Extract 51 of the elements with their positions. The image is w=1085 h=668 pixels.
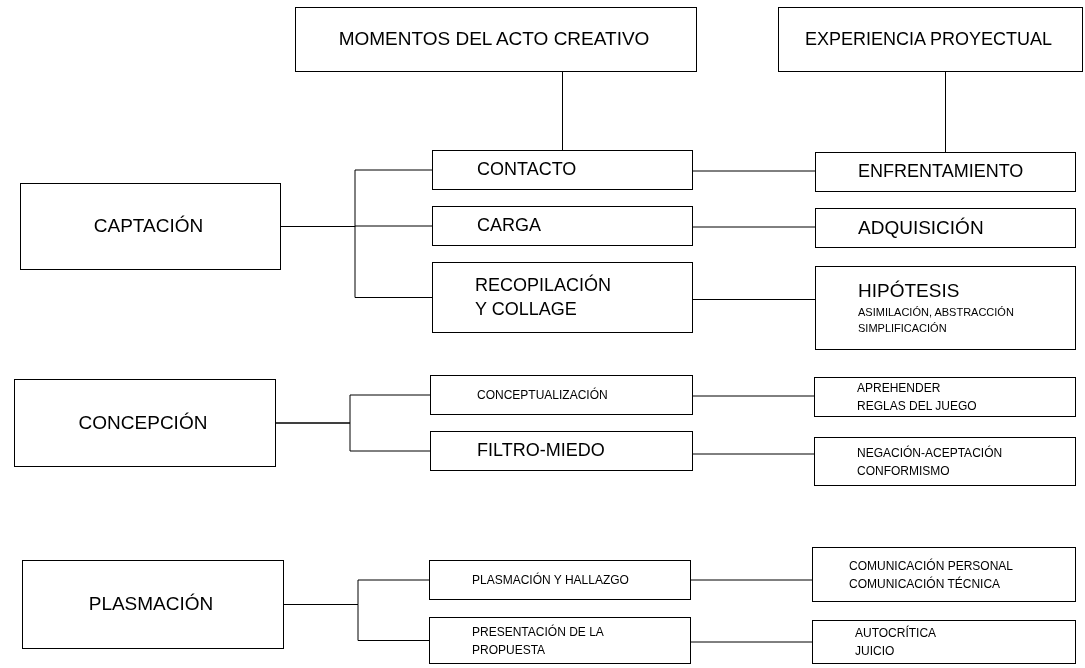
text-box — [14, 379, 276, 467]
node-label: PLASMACIÓN Y HALLAZGO — [472, 571, 629, 589]
connector-line — [692, 299, 816, 300]
node-label: MOMENTOS DEL ACTO CREATIVO — [338, 27, 650, 52]
connector-line — [945, 71, 946, 153]
text-box — [814, 377, 1076, 417]
node-label: CONCEPTUALIZACIÓN — [477, 386, 608, 404]
text-box — [22, 560, 284, 649]
node-label: FILTRO-MIEDO — [477, 439, 605, 463]
connector-line — [692, 453, 815, 455]
node-label: CONCEPCIÓN — [78, 410, 208, 435]
text-box — [429, 560, 691, 600]
node-label: PLASMACIÓN — [88, 592, 214, 617]
connector-line — [690, 641, 813, 643]
connector-line — [692, 395, 815, 397]
connector-line — [692, 170, 816, 172]
text-box — [778, 7, 1083, 72]
node-label: EXPERIENCIA PROYECTUAL — [804, 27, 1053, 51]
text-box — [432, 150, 693, 190]
node-label: APREHENDER REGLAS DEL JUEGO — [857, 380, 977, 415]
node-label: ADQUISICIÓN — [858, 215, 984, 240]
node-label: ENFRENTAMIENTO — [858, 160, 1024, 184]
text-box — [430, 431, 693, 471]
text-box — [432, 262, 693, 333]
connector-line — [283, 604, 430, 641]
node-label: RECOPILACIÓN Y COLLAGE — [475, 274, 613, 321]
text-box — [814, 437, 1076, 486]
node-label: CONTACTO — [477, 158, 577, 182]
connector-line — [275, 422, 431, 452]
connector-line — [280, 226, 433, 298]
connector-line — [562, 71, 563, 151]
node-description: ASIMILACIÓN, ABSTRACCIÓN SIMPLIFICACIÓN — [858, 304, 1015, 337]
connector-line — [692, 226, 816, 228]
node-label: COMUNICACIÓN PERSONAL COMUNICACIÓN TÉCNICA — [849, 557, 1014, 593]
text-box — [295, 7, 697, 72]
node-label: AUTOCRÍTICA JUICIO — [855, 624, 937, 660]
connector-line — [690, 579, 813, 581]
text-box — [812, 547, 1076, 602]
node-label: NEGACIÓN-ACEPTACIÓN CONFORMISMO — [857, 444, 1004, 480]
text-box — [812, 620, 1076, 664]
text-box — [429, 617, 691, 664]
text-box — [430, 375, 693, 415]
text-box — [815, 208, 1076, 248]
node-label: HIPÓTESIS — [858, 279, 960, 304]
node-label: CAPTACIÓN — [93, 214, 204, 239]
text-box — [815, 266, 1076, 350]
node-label: PRESENTACIÓN DE LA PROPUESTA — [472, 623, 605, 659]
node-label: CARGA — [477, 214, 541, 238]
text-box — [815, 152, 1076, 192]
text-box — [20, 183, 281, 270]
text-box — [432, 206, 693, 246]
